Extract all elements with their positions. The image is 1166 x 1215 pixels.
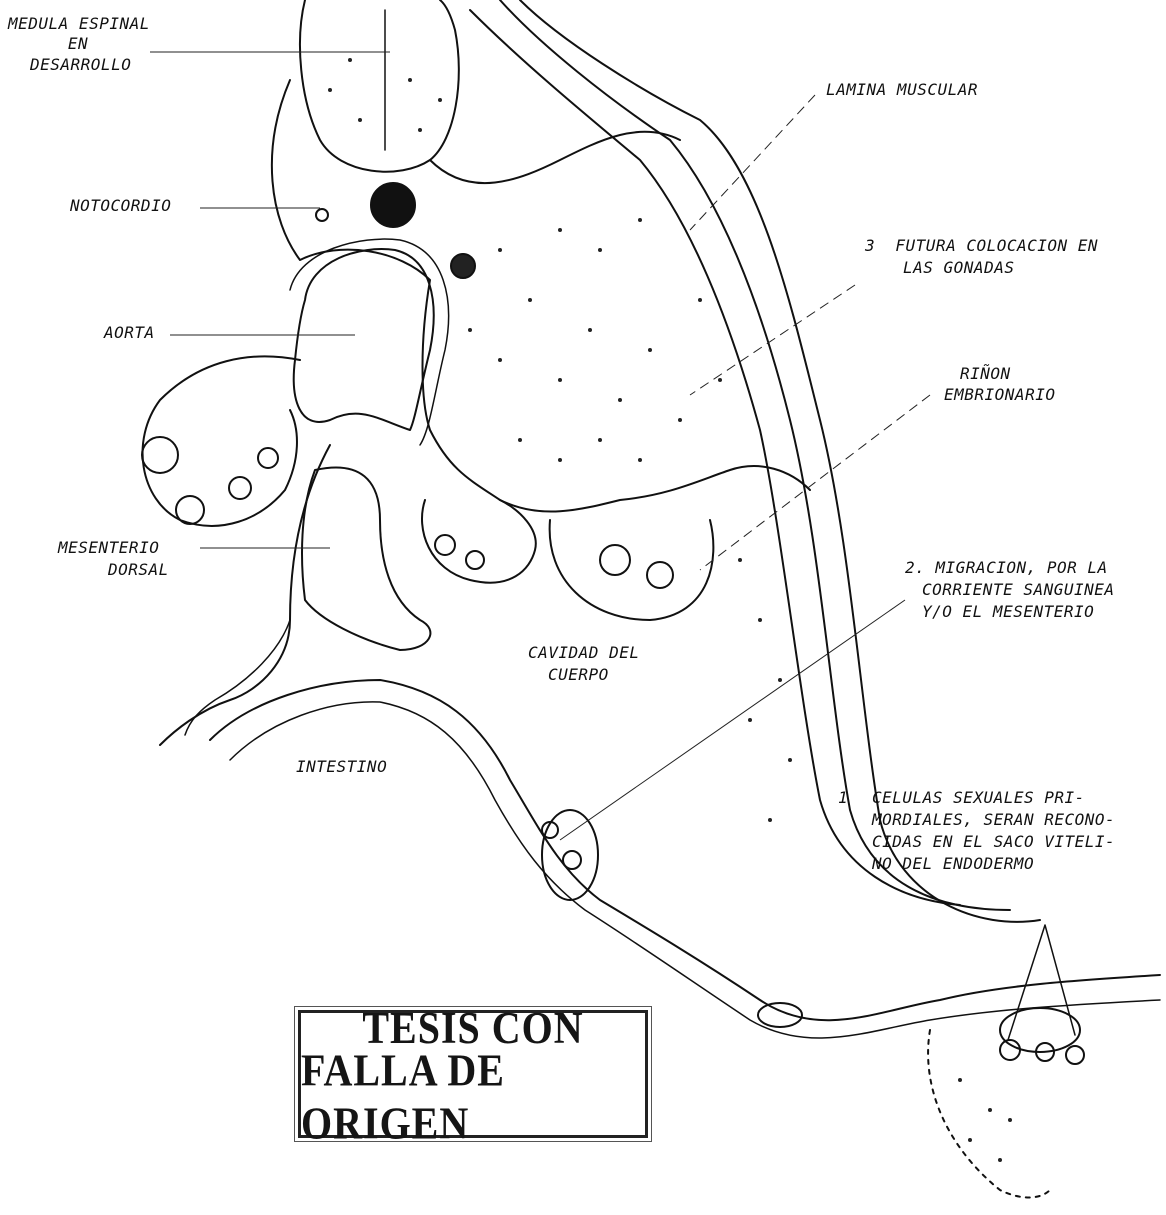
- label-migracion-line2: CORRIENTE SANGUINEA: [922, 580, 1115, 599]
- lobe-cell-3: [600, 545, 630, 575]
- thesis-stamp: TESIS CON FALLA DE ORIGEN: [298, 1010, 648, 1138]
- left-cell-4: [258, 448, 278, 468]
- left-appendage: [143, 356, 300, 525]
- label-celulas-number: 1: [838, 788, 848, 807]
- lobe-cell-1: [435, 535, 455, 555]
- label-lamina-muscular: LAMINA MUSCULAR: [826, 80, 978, 99]
- left-cell-3: [229, 477, 251, 499]
- label-cavidad-line2: CUERPO: [548, 665, 609, 684]
- spinal-cord: [300, 0, 459, 172]
- notochord-cell-1: [316, 209, 328, 221]
- yolk-sac-endoderm: [928, 1030, 1050, 1198]
- label-futura-line2: LAS GONADAS: [903, 258, 1014, 277]
- lobe-cell-4: [647, 562, 673, 588]
- kidney-lobe-left: [422, 500, 536, 583]
- label-medula-line1: MEDULA ESPINAL: [8, 14, 150, 33]
- label-cavidad-line1: CAVIDAD DEL: [528, 643, 639, 662]
- ectoderm-middle: [500, 0, 1010, 910]
- leader-migracion: [560, 600, 905, 840]
- yolk-cell-3: [1066, 1046, 1084, 1064]
- leader-rinon: [700, 395, 930, 570]
- label-migracion-line3: Y/O EL MESENTERIO: [922, 602, 1094, 621]
- label-migracion-line1: 2. MIGRACION, POR LA: [905, 558, 1108, 577]
- lobe-cell-2: [466, 551, 484, 569]
- yolk-cell-1: [1000, 1040, 1020, 1060]
- ectoderm-outer: [520, 0, 1040, 922]
- label-celulas-line3: CIDAS EN EL SACO VITELI-: [872, 832, 1115, 851]
- label-aorta: AORTA: [104, 323, 155, 342]
- label-intestino: INTESTINO: [296, 757, 387, 776]
- mesentery-vessel: [302, 467, 430, 650]
- aorta: [294, 249, 434, 430]
- ectoderm-inner: [470, 10, 960, 905]
- leader-lamina: [690, 95, 815, 230]
- migrating-cell-group: [542, 810, 598, 900]
- tissue-stipple: [328, 58, 1012, 1162]
- left-cell-2: [176, 496, 204, 524]
- label-rinon-line1: RIÑON: [960, 364, 1011, 383]
- label-celulas-line1: CELULAS SEXUALES PRI-: [872, 788, 1085, 807]
- left-cell-1: [142, 437, 178, 473]
- label-medula-line3: DESARROLLO: [30, 55, 131, 74]
- body-mass-outline: [272, 80, 810, 512]
- label-medula-line2: EN: [8, 34, 148, 53]
- stamp-line2: FALLA DE ORIGEN: [301, 1044, 645, 1150]
- label-futura-line1: 3 FUTURA COLOCACION EN: [865, 236, 1098, 255]
- body-mass-top: [430, 132, 680, 183]
- label-celulas-line4: NO DEL ENDODERMO: [872, 854, 1034, 873]
- label-mesenterio-line1: MESENTERIO: [58, 538, 159, 557]
- aorta-wall: [290, 239, 449, 445]
- membrane-cell: [758, 1003, 802, 1027]
- label-celulas-line2: MORDIALES, SERAN RECONO-: [872, 810, 1115, 829]
- label-rinon-line2: EMBRIONARIO: [944, 385, 1055, 404]
- notochord: [371, 183, 415, 227]
- kidney-lobe-right: [550, 520, 714, 620]
- label-mesenterio-line2: DORSAL: [108, 560, 169, 579]
- leader-futura: [690, 285, 855, 395]
- migrating-cell-2: [563, 851, 581, 869]
- notochord-cell-2: [451, 254, 475, 278]
- label-notocordio: NOTOCORDIO: [70, 196, 171, 215]
